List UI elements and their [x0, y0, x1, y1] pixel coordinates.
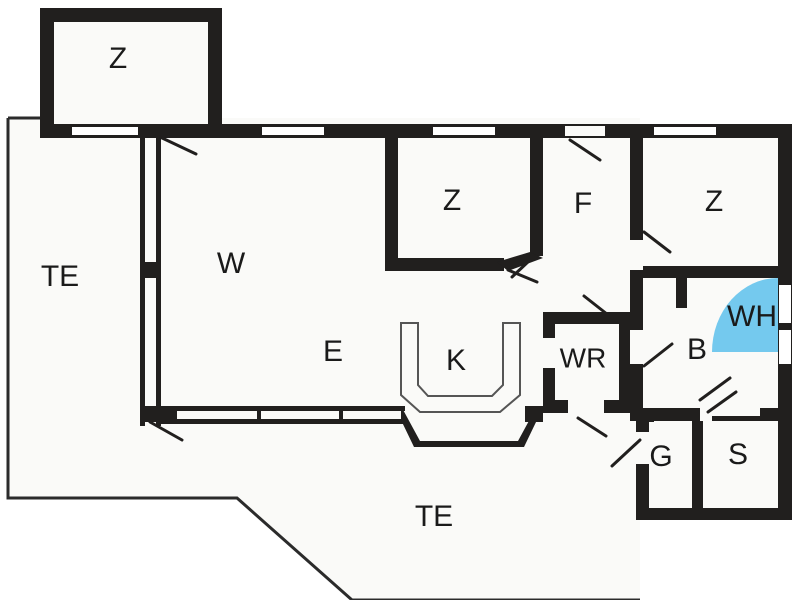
window-g-left-gap [636, 432, 649, 464]
door-s-swing [706, 390, 738, 414]
room-labels: Z TE W Z F Z E K WR B WH G S TE [41, 42, 777, 533]
room-label-f-hall: F [574, 187, 592, 220]
wall-gs-left [636, 414, 649, 520]
door-swings [148, 135, 738, 468]
water-heater-shape [712, 278, 778, 352]
wall-e-bottom-outer [161, 406, 405, 411]
wall-wr-right [619, 312, 631, 412]
wall-g-right [692, 414, 703, 520]
wall-top-main [208, 124, 792, 138]
window-right-edge-2 [779, 330, 791, 364]
wall-zR-bottom [636, 266, 778, 278]
kitchen-counter-outline [400, 322, 521, 413]
window-top-3 [654, 127, 716, 135]
wall-zTL-top [40, 8, 222, 22]
room-label-z-middle: Z [443, 184, 461, 217]
gs-block-fill [636, 414, 792, 520]
wall-wr-top [543, 312, 631, 324]
wall-w-left-botcap [140, 406, 161, 422]
room-label-wr-washroom: WR [560, 342, 607, 373]
room-label-z-right: Z [705, 185, 723, 218]
wall-e-bottom-mull1 [257, 406, 261, 424]
door-w-top-swing [568, 138, 602, 162]
wall-zM-right [530, 138, 543, 256]
room-label-e-dining: E [323, 335, 343, 368]
kitchen-counter [400, 322, 521, 413]
wall-zR-left [630, 138, 643, 242]
door-b-left-swing [642, 342, 674, 368]
door-zM-swing2 [510, 258, 532, 279]
door-te-left-swing [148, 420, 184, 442]
wall-b-stub [676, 272, 687, 308]
room-label-k-kitchen: K [446, 344, 466, 377]
door-b-bottom-swing [698, 376, 732, 402]
wall-zM-chamfer [497, 252, 543, 271]
door-zM-swing [506, 268, 539, 284]
terrace-left-outline [6, 118, 353, 600]
terrace-outlines [6, 116, 640, 600]
window-right-edge [779, 285, 791, 323]
door-hall-swing [582, 294, 614, 320]
room-label-z-top-left: Z [109, 42, 127, 75]
window-wr-left-gap [543, 338, 555, 368]
door-wr-bottom-swing [576, 416, 608, 438]
wall-e-bottom-capL [161, 406, 177, 424]
window-top-2 [433, 127, 495, 135]
room-label-g-room: G [649, 440, 672, 473]
window-door-top-gap [565, 126, 605, 136]
wall-bay-right-cap [525, 406, 543, 422]
wall-e-bottom-inner [161, 419, 405, 424]
room-label-s-room: S [728, 438, 748, 471]
wall-zTL-right [208, 8, 222, 130]
window-zTL-bottom [72, 127, 138, 135]
window-wr-bottom-gap [568, 400, 604, 413]
window-zr-left-gap [630, 240, 643, 270]
wall-zTL-left [40, 8, 54, 130]
wall-gs-bottom [636, 508, 792, 520]
window-s-top-gap [706, 408, 760, 416]
wall-e-bottom-mull2 [339, 406, 343, 424]
window-top-1 [262, 127, 324, 135]
room-label-wh-heater: WH [727, 300, 777, 333]
room-label-te-left: TE [41, 260, 79, 293]
room-label-w-living: W [217, 247, 246, 280]
wall-w-left-topcap [140, 126, 161, 138]
window-b-left-gap [630, 330, 643, 364]
windows [72, 126, 791, 464]
wall-zM-bottom [385, 258, 504, 271]
room-label-b-bath: B [687, 333, 707, 366]
wall-g-left-stub [630, 380, 642, 414]
wall-bay-outer [401, 406, 537, 447]
wall-hall-vert [630, 292, 643, 322]
z-top-left-fill [40, 8, 216, 130]
door-zTL-swing [158, 135, 198, 156]
door-g-swing [610, 438, 642, 468]
wall-w-left-mullion [140, 262, 161, 278]
room-label-te-bottom: TE [415, 500, 453, 533]
bay-window-fill [400, 410, 540, 445]
wall-zM-left [385, 138, 398, 270]
door-zR-swing [642, 230, 672, 254]
